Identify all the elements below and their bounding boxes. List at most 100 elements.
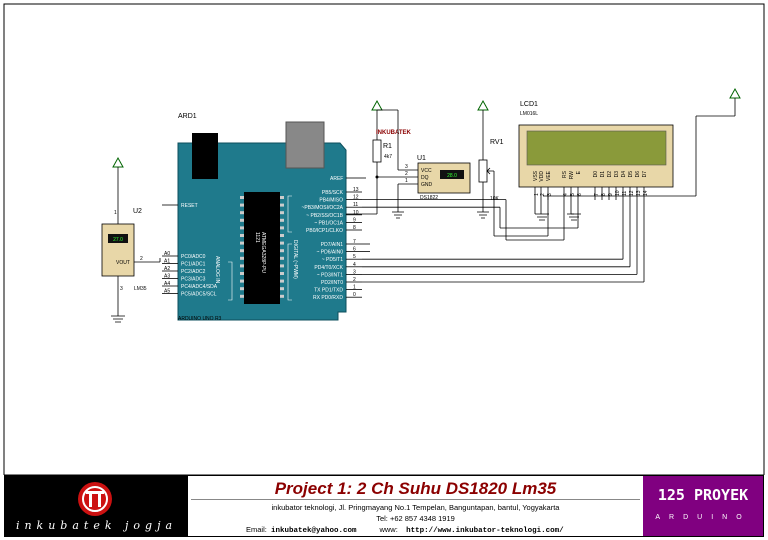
chip-pin [240, 218, 244, 222]
lcd-pin-number: 3 [547, 193, 553, 196]
chip-pin [240, 264, 244, 268]
portb-pin-number: 13 [353, 187, 359, 193]
chip-pin [240, 249, 244, 253]
rv1-wiper [486, 167, 494, 175]
schematic-canvas: ATMEGA328P-PU 1121 ANALOG IN DIGITAL (~P… [3, 3, 765, 475]
email-link[interactable]: inkubatek@yahoo.com [271, 527, 357, 535]
chip-pin [240, 226, 244, 230]
analog-pin-number: A4 [164, 281, 170, 287]
rv1-body [478, 159, 488, 183]
portd-pin-label: ~ PD6/AIN0 [316, 250, 343, 256]
lcd-rw-ground-symbol [567, 213, 581, 221]
title-divider [191, 499, 640, 500]
lcd-pin-label: D3 [614, 171, 620, 178]
ds-pin-num-3: 3 [405, 164, 408, 170]
website-link[interactable]: http://www.inkubator-teknologi.com/ [406, 527, 564, 535]
portd-pin-number: 2 [353, 277, 356, 283]
ds1822-section: R1 4k7 INKUBATEK 28.0 VCC DQ GND 3 2 1 U… [346, 99, 471, 219]
lcd-model: LM016L [520, 111, 538, 117]
portd-pin-label: ~ PD5/T1 [322, 257, 343, 263]
arduino-ref: ARD1 [178, 113, 197, 120]
lm35-reading: 27.0 [113, 237, 123, 243]
lcd-ref: LCD1 [520, 101, 538, 108]
atmega-chip [244, 192, 280, 304]
lm35-display [108, 234, 128, 243]
lcd-pin-label: RW [569, 171, 575, 180]
portb-pin-number: 10 [353, 210, 359, 216]
analog-pin-number: A3 [164, 274, 170, 280]
arduino-board: ATMEGA328P-PU 1121 ANALOG IN DIGITAL (~P… [177, 121, 347, 321]
r1-resistor [372, 139, 382, 163]
chip-pins [240, 196, 284, 298]
chip-pin [240, 211, 244, 215]
lcd-pin-number: 5 [570, 193, 576, 196]
lcd-screen [526, 130, 667, 166]
r1-ref: R1 [383, 143, 392, 150]
portb-pin-number: 8 [353, 225, 356, 231]
chip-pin [280, 226, 284, 230]
lm35-model: LM35 [134, 286, 147, 292]
ds-pin-gnd: GND [421, 182, 433, 188]
lcd-pin-label: VDD [539, 171, 545, 182]
ds-ground-symbol [392, 211, 404, 219]
ds1822-model: DS1822 [420, 195, 438, 201]
www-label: www: [379, 525, 398, 534]
ds-pin-dq: DQ [421, 175, 429, 181]
chip-pin [280, 196, 284, 199]
chip-pin [240, 196, 244, 199]
portd-pin-number: 7 [353, 239, 356, 245]
lm35-pin2: 2 [140, 256, 143, 262]
lcd-pin-label: D6 [635, 171, 641, 178]
chip-pin [280, 211, 284, 215]
lcd-pin-label: D4 [621, 171, 627, 178]
portb-pin-label: ~ PB1/OC1A [314, 220, 343, 226]
ds-pin-num-1: 1 [405, 178, 408, 184]
lcd-pin-label: D5 [628, 171, 634, 178]
chip-pin [240, 241, 244, 245]
logo-panel: inkubatek jogja [5, 476, 188, 536]
portd-pin-label: TX PD1/TXD [314, 288, 343, 294]
analog-pin-label: PC1/ADC1 [181, 262, 206, 268]
power-jack [192, 133, 218, 179]
lcd-pin-label: RS [562, 170, 568, 178]
ds-pin-vcc: VCC [421, 168, 432, 174]
title-block: inkubatek jogja Project 1: 2 Ch Suhu DS1… [4, 475, 764, 537]
lcd-pins: VSS1VDD2VEE3RS4RW5E6D07D18D29D310D411D51… [533, 170, 649, 200]
chip-pin [240, 272, 244, 275]
lcd-pin-label: D7 [642, 171, 648, 178]
chip-pin [280, 256, 284, 260]
chip-pin [240, 279, 244, 283]
ds1822-reading: 28.0 [447, 173, 457, 179]
portd-pin-label: ~ PD3/INT1 [317, 272, 343, 278]
chip-pin [280, 234, 284, 237]
usb-connector [285, 121, 325, 169]
lcd-pin-number: 13 [636, 190, 642, 196]
lcd-pin-number: 2 [540, 193, 546, 196]
brand-subtitle: ARDUINO [655, 514, 751, 521]
analog-pin-label: PC3/ADC3 [181, 277, 206, 283]
junction-dot [375, 175, 379, 179]
contact-row: Email: inkubatek@yahoo.com www: http://w… [246, 525, 564, 535]
analog-pin-label: PC0/ADC0 [181, 254, 206, 260]
chip-pin [240, 256, 244, 260]
lm35-pin1: 1 [114, 210, 117, 216]
lcd-pin-number: 6 [577, 193, 583, 196]
analog-section-label: ANALOG IN [214, 256, 220, 284]
lm35-power-symbol [112, 156, 124, 168]
lm35-sensor: 27.0 VOUT U2 LM35 1 2 3 [101, 156, 161, 323]
rv1-ref: RV1 [490, 139, 504, 146]
portb-pin-label: PB5/SCK [322, 190, 344, 196]
aref-pin-label: AREF [330, 176, 343, 182]
chip-pin [280, 218, 284, 222]
chip-label: ATMEGA328P-PU [260, 232, 266, 273]
rv1-ground-symbol [477, 211, 489, 219]
lcd-power-symbol [729, 87, 741, 99]
portb-pin-number: 12 [353, 195, 359, 201]
lcd-pin-number: 1 [534, 193, 540, 196]
lcd-pin-label: VSS [533, 170, 539, 181]
lcd-pin-number: 11 [622, 191, 628, 196]
